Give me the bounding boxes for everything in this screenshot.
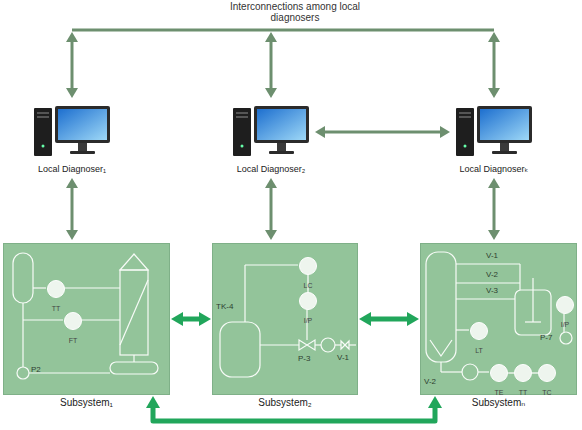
instrument-tag: FT	[69, 337, 78, 344]
instrument-bubble: LT	[470, 322, 488, 340]
instrument-bubble: TT	[47, 280, 65, 298]
pump-tag: P-7	[540, 334, 552, 343]
pump-tag: P2	[31, 366, 41, 375]
arrowhead	[146, 396, 160, 408]
diagnoser-node: Local Diagnoser₁	[32, 102, 112, 174]
valve-tag: V-3	[486, 287, 498, 296]
arrowhead	[199, 312, 211, 326]
valve-tag: V-1	[337, 354, 349, 363]
arrowhead	[440, 126, 450, 138]
arrowhead	[265, 178, 277, 188]
arrowhead	[66, 178, 78, 188]
connector-line	[71, 186, 74, 232]
connector	[265, 178, 277, 240]
connector-line	[369, 317, 410, 322]
connector	[488, 178, 500, 240]
connector	[532, 373, 538, 374]
instrument-bubble: I/P	[556, 296, 574, 314]
connector-line	[153, 406, 435, 421]
instrument-tag: LT	[475, 347, 483, 354]
computer-icon	[231, 102, 311, 160]
instrument-tag: TC	[542, 389, 551, 396]
subsystemn-pid	[426, 252, 572, 380]
instrument-tag: LC	[304, 282, 313, 289]
connector-line	[493, 186, 496, 232]
arrowhead	[488, 178, 500, 188]
diagnoser-label: Local Diagnoserₖ	[454, 164, 534, 174]
bus-caption: Interconnections among local diagnosers	[215, 1, 375, 23]
subsystem1-pid	[13, 253, 158, 379]
connector	[146, 396, 442, 421]
diagnoser-node: Local Diagnoserₖ	[454, 102, 534, 174]
diagnoser-label: Local Diagnoser₁	[32, 164, 112, 174]
instrument-bubble: I/P	[299, 292, 317, 310]
arrowhead	[359, 312, 371, 326]
subsystem-label: Subsystem₁	[4, 397, 169, 408]
connector	[359, 312, 419, 326]
subsystem-box: Subsystem₂LCI/P	[212, 243, 358, 395]
instrument-bubble: FT	[64, 312, 82, 330]
instrument-bubble: TT	[514, 364, 532, 382]
arrowhead	[488, 230, 500, 240]
connector	[315, 126, 450, 138]
instrument-tag: I/P	[304, 317, 313, 324]
arrowhead	[265, 230, 277, 240]
pump-tag: P-3	[298, 355, 310, 364]
instrument-bubble: LC	[299, 257, 317, 275]
valve-tag: V-1	[486, 252, 498, 261]
subsystem2-pid	[220, 265, 356, 377]
arrowhead	[407, 312, 419, 326]
connector-line	[307, 275, 308, 292]
valve-tag: V-2	[424, 378, 436, 387]
connector	[66, 178, 78, 240]
connector-line	[181, 317, 202, 322]
connector	[171, 312, 211, 326]
instrument-tag: TT	[519, 389, 528, 396]
connector-line	[323, 131, 442, 134]
instrument-bubble: TC	[538, 364, 556, 382]
subsystem-label: Subsystem₂	[213, 397, 357, 408]
arrowhead	[428, 396, 442, 408]
interconnection-bus	[72, 30, 494, 90]
tank-tag: TK-4	[216, 303, 233, 312]
instrument-bubble: TE	[490, 364, 508, 382]
computer-icon	[32, 102, 112, 160]
subsystem-label: Subsystemₙ	[421, 397, 576, 408]
connector-line	[270, 186, 273, 232]
instrument-tag: I/P	[561, 321, 570, 328]
diagnoser-node: Local Diagnoser₂	[231, 102, 311, 174]
connector	[308, 275, 309, 292]
diagnoser-label: Local Diagnoser₂	[231, 164, 311, 174]
computer-icon	[454, 102, 534, 160]
arrowhead	[315, 126, 325, 138]
connector-line	[532, 372, 538, 373]
instrument-tag: TE	[495, 389, 504, 396]
connector	[508, 373, 514, 374]
arrowhead	[171, 312, 183, 326]
instrument-tag: TT	[52, 305, 61, 312]
valve-tag: V-2	[486, 271, 498, 280]
arrowhead	[66, 230, 78, 240]
connector-line	[508, 372, 514, 373]
